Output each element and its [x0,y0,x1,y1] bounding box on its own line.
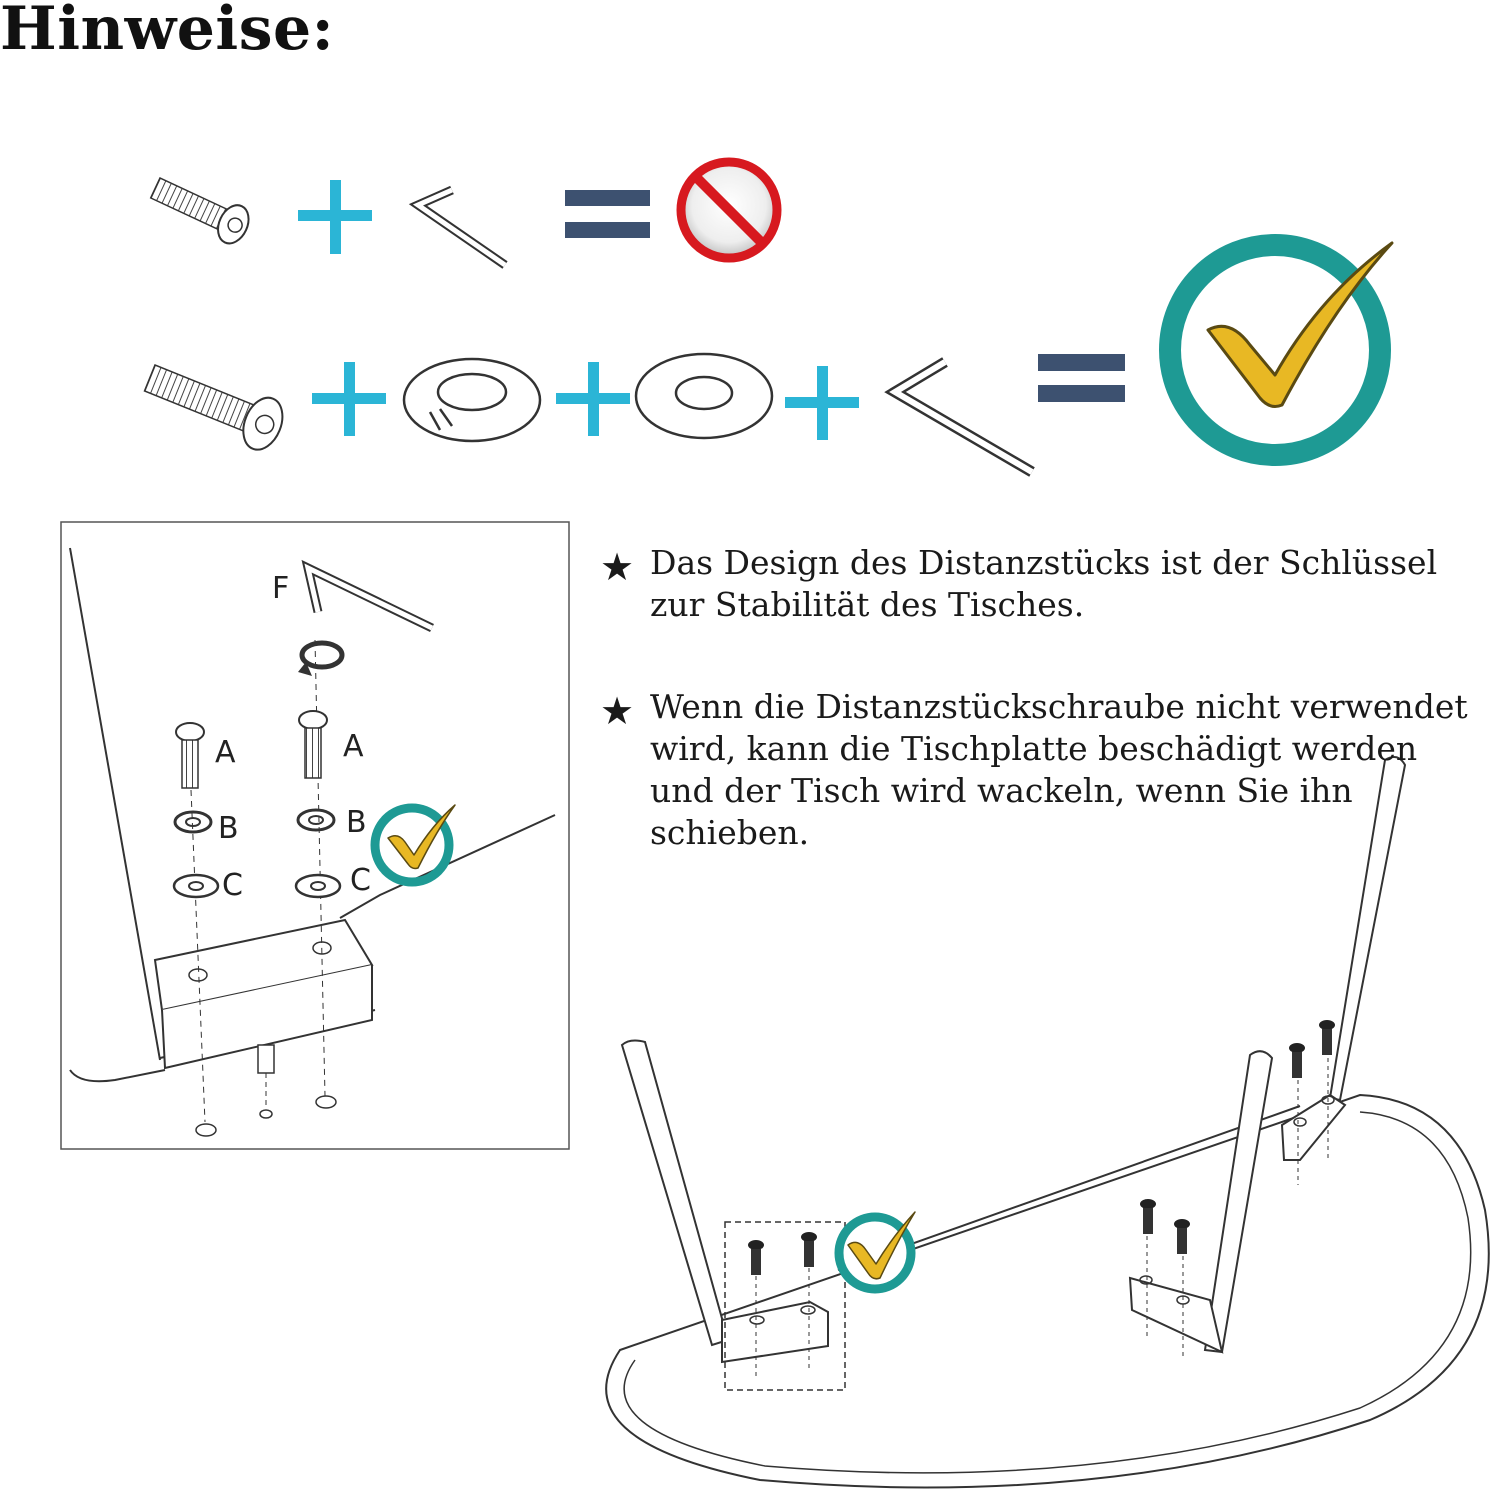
screw-icon [298,710,328,779]
note-spacer-screw-warning: ★ Wenn die Distanzstückschraube nicht ve… [600,686,1490,854]
plus-icon [556,362,630,436]
plus-icon [298,180,372,254]
assembly-detail-box: F A B C A B [60,521,570,1150]
check-icon [370,803,456,887]
spring-washer-icon [296,808,336,832]
table-leg [1128,1050,1274,1360]
label-b-right: B [346,805,367,840]
rotation-arrow-icon [298,640,345,676]
pin [257,1044,275,1119]
check-icon [834,1211,916,1294]
screw-icon [801,1232,817,1267]
label-c-left: C [222,868,243,903]
label-c-right: C [350,863,371,898]
spring-washer-icon [402,357,542,443]
equals-icon [1038,354,1125,402]
spring-washer-icon [173,810,213,834]
allen-key-icon [301,559,434,633]
page-title: Hinweise: [0,0,335,64]
label-a-right: A [343,729,364,764]
check-icon [1159,234,1394,466]
screw-icon [149,177,250,245]
row-correct-combination [143,234,1394,477]
equals-icon [565,190,650,238]
label-b-left: B [218,811,239,846]
forbidden-icon [676,157,782,263]
screw-icon [175,722,205,789]
table-assembly-illustration [605,755,1490,1489]
flat-washer-icon [634,352,774,440]
screw-icon [143,364,284,451]
note-text: Wenn die Distanzstückschraube nicht verw… [650,687,1468,852]
star-icon: ★ [600,689,635,733]
plus-icon [785,366,859,440]
screw-icon [1319,1020,1335,1055]
allen-key-icon [884,357,1035,477]
note-text: Das Design des Distanzstücks ist der Sch… [650,543,1438,624]
plus-icon [312,362,386,436]
star-icon: ★ [600,545,635,589]
table-leg [1280,755,1407,1185]
row-wrong-combination [149,157,782,269]
screw-icon [748,1240,764,1275]
flat-washer-icon [294,873,342,899]
screw-icon [1289,1043,1305,1078]
label-f: F [272,571,289,606]
label-a-left: A [215,735,236,770]
spacer-block [153,918,374,1070]
screw-icon [1140,1199,1156,1234]
table-leg [620,1039,846,1391]
flat-washer-icon [172,873,220,899]
screw-icon [1174,1219,1190,1254]
note-spacer-design: ★ Das Design des Distanzstücks ist der S… [600,542,1490,626]
allen-key-icon [408,185,508,269]
